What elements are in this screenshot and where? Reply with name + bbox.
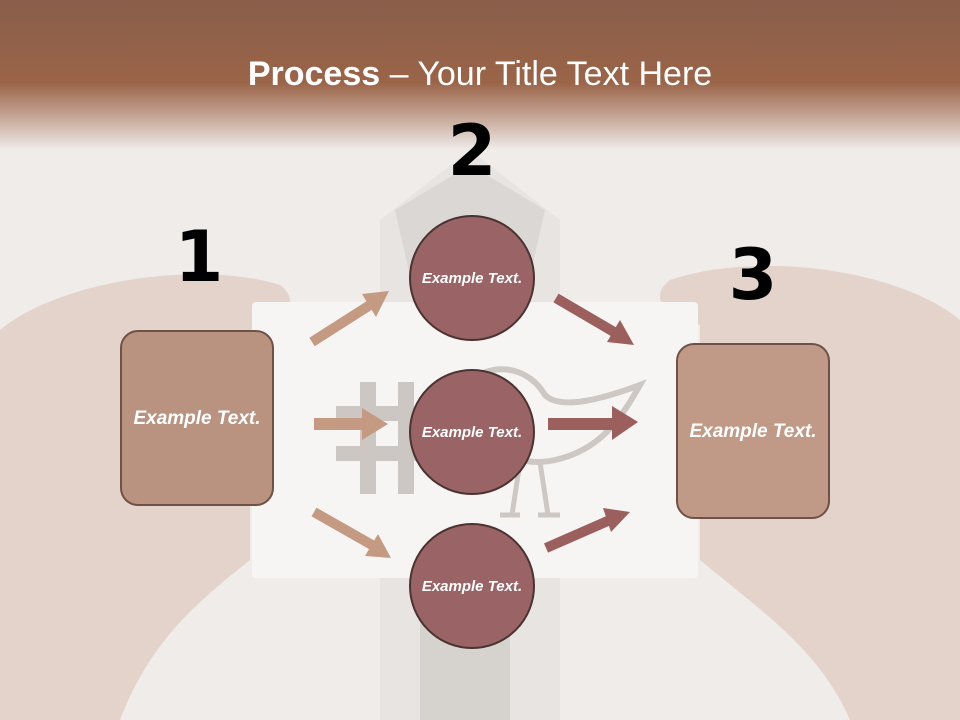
circle-bottom: Example Text. xyxy=(409,523,535,649)
title-rest: – Your Title Text Here xyxy=(380,55,713,93)
slide-title: Process – Your Title Text Here xyxy=(0,52,960,96)
step-number-3: 3 xyxy=(728,234,778,316)
circle-top: Example Text. xyxy=(409,215,535,341)
title-bold: Process xyxy=(247,55,381,93)
step-number-1: 1 xyxy=(174,216,224,298)
right-box: Example Text. xyxy=(676,343,830,519)
header-band xyxy=(0,0,960,150)
step-number-2: 2 xyxy=(447,110,497,192)
circle-middle: Example Text. xyxy=(409,369,535,495)
left-box: Example Text. xyxy=(120,330,274,506)
